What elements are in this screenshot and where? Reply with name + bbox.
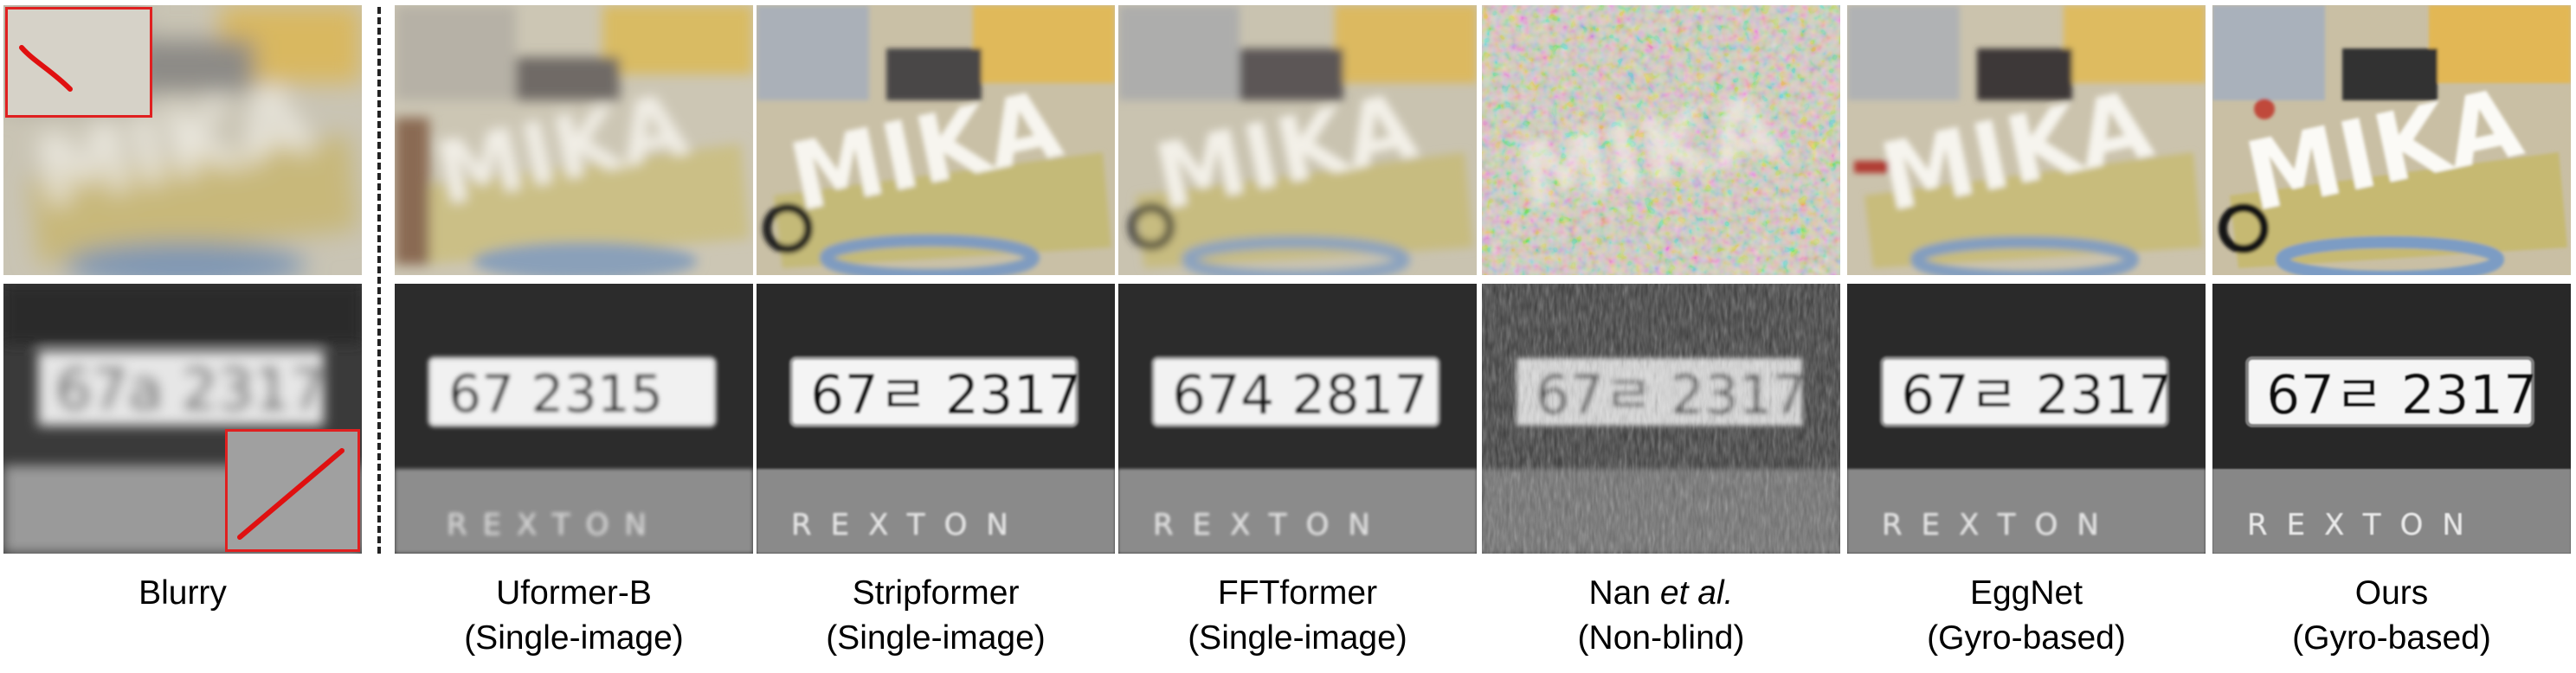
svg-text:67ㄹ 2317: 67ㄹ 2317	[1901, 363, 2172, 426]
blur-kernel-trajectory	[19, 45, 73, 92]
caption-type: (Gyro-based)	[2292, 619, 2491, 657]
svg-text:REXTON: REXTON	[1882, 508, 2118, 542]
caption-type: (Single-image)	[826, 619, 1046, 657]
blur-kernel-inset	[5, 7, 152, 118]
caption-nan: Nan et al. (Non-blind)	[1482, 571, 1840, 661]
plate-ours-image: 67ㄹ 2317 REXTON	[2212, 284, 2571, 554]
blur-kernel-trajectory	[237, 448, 345, 540]
plate-stripformer-image: 67ㄹ 2317 REXTON	[757, 284, 1115, 554]
graffiti-blurry-image: MIKA	[3, 5, 362, 275]
caption-uformer: Uformer-B (Single-image)	[395, 571, 753, 661]
caption-type: (Single-image)	[1188, 619, 1407, 657]
plate-nan-image: 67ㄹ 2317	[1482, 284, 1840, 554]
caption-fftformer: FFTformer (Single-image)	[1118, 571, 1477, 661]
caption-method-name: Nan	[1588, 574, 1660, 612]
caption-method-etal: et al.	[1659, 574, 1734, 612]
plate-fftformer-image: 674 2817 REXTON	[1118, 284, 1477, 554]
caption-method: Uformer-B	[496, 574, 652, 612]
graffiti-ours-image: MIKA	[2212, 5, 2571, 275]
graffiti-eggnet-image: MIKA	[1847, 5, 2206, 275]
caption-stripformer: Stripformer (Single-image)	[757, 571, 1115, 661]
svg-text:REXTON: REXTON	[1153, 508, 1389, 542]
svg-text:67a 2317: 67a 2317	[55, 356, 326, 423]
caption-method: EggNet	[1969, 574, 2083, 612]
svg-text:REXTON: REXTON	[2247, 508, 2483, 542]
graffiti-fftformer-image: MIKA	[1118, 5, 1477, 275]
graffiti-stripformer-image: MIKA	[757, 5, 1115, 275]
svg-text:67 2315: 67 2315	[448, 364, 663, 425]
svg-text:REXTON: REXTON	[447, 508, 662, 542]
blur-kernel-inset	[225, 429, 360, 552]
svg-text:67ㄹ 2317: 67ㄹ 2317	[810, 363, 1081, 426]
caption-method: FFTformer	[1217, 574, 1378, 612]
svg-text:674 2817: 674 2817	[1172, 363, 1428, 426]
plate-uformer-image: 67 2315 REXTON	[395, 284, 753, 554]
caption-type: (Single-image)	[464, 619, 684, 657]
plate-eggnet-image: 67ㄹ 2317 REXTON	[1847, 284, 2206, 554]
graffiti-uformer-image: MIKA	[395, 5, 753, 275]
dashed-divider	[377, 7, 381, 554]
caption-eggnet: EggNet (Gyro-based)	[1847, 571, 2206, 661]
graffiti-nan-image: MIKA	[1482, 5, 1840, 275]
svg-text:67ㄹ 2317: 67ㄹ 2317	[2266, 363, 2537, 426]
caption-ours: Ours (Gyro-based)	[2212, 571, 2571, 661]
plate-blurry-image: 67a 2317	[3, 284, 362, 554]
caption-method: Blurry	[138, 574, 227, 612]
caption-method: Nan et al.	[1482, 571, 1840, 616]
caption-method: Stripformer	[852, 574, 1020, 612]
svg-text:REXTON: REXTON	[791, 508, 1027, 542]
caption-type: (Gyro-based)	[1927, 619, 2126, 657]
caption-method: Ours	[2354, 574, 2429, 612]
caption-blurry: Blurry	[3, 571, 362, 616]
caption-type: (Non-blind)	[1577, 619, 1745, 657]
